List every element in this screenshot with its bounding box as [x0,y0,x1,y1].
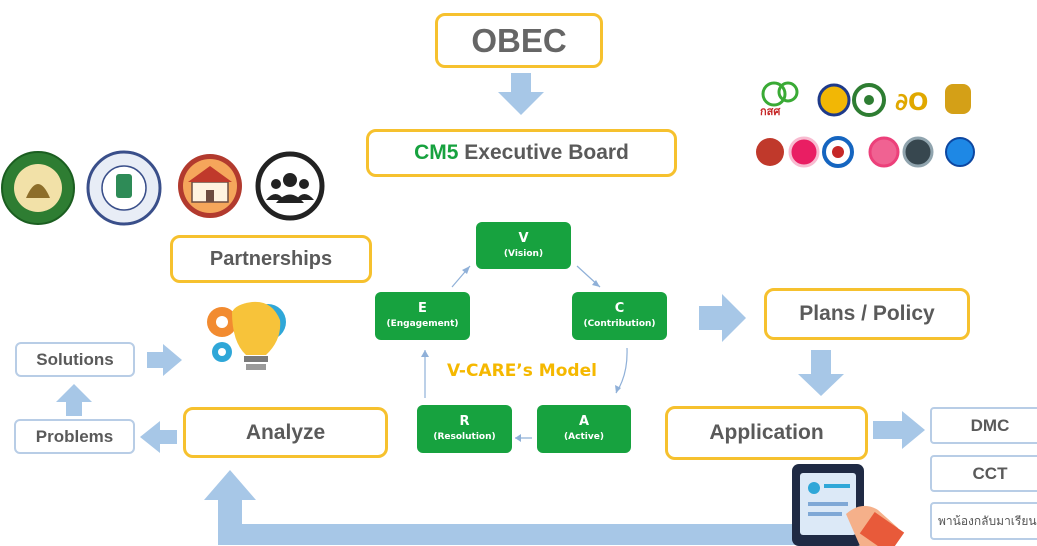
arrow-analyze-to-problems [140,421,177,453]
analyze-label: Analyze [245,420,326,444]
board-title: Executive Board [458,141,629,164]
obec-label: OBEC [471,21,567,59]
vcare-e-word: (Engagement) [386,319,459,329]
vcare-a-letter: A [578,414,590,429]
vcare-r-box: R (Resolution) [417,405,512,453]
arrow-plans-to-application [798,350,844,396]
vcare-v-letter: V [518,230,529,246]
vcare-c-word: (Contribution) [583,319,656,329]
problems-box: Problems [14,419,135,454]
application-box: Application [665,406,868,460]
vcare-v-box: V (Vision) [476,222,571,269]
vcare-c-box: C (Contribution) [572,292,667,340]
partnerships-label: Partnerships [209,247,333,270]
arrow-feedback-loop [204,470,795,545]
analyze-box: Analyze [183,407,388,458]
vcare-v-word: (Vision) [503,248,544,259]
vcare-a-box: A (Active) [537,405,631,453]
vcare-e-letter: E [418,301,427,316]
solutions-box: Solutions [15,342,135,377]
cct-box: CCT [930,455,1037,492]
vcare-c-letter: C [614,301,625,316]
arrow-model-to-plans [699,294,746,342]
arrow-obec-to-board [498,73,544,115]
cycle-arrow-c-a [615,347,628,394]
dmc-box: DMC [930,407,1037,444]
vcare-r-letter: R [459,414,470,429]
model-title: V-CARE’s Model [447,361,597,381]
obec-box: OBEC [435,13,603,68]
vcare-e-box: E (Engagement) [375,292,470,340]
board-prefix: CM5 [414,141,459,164]
arrow-application-to-outputs [873,411,925,449]
problems-label: Problems [35,426,114,446]
arrow-problems-to-solutions [56,384,92,416]
plans-policy-label: Plans / Policy [799,302,935,325]
dmc-label: DMC [970,415,1010,435]
thai-program-label: พาน้องกลับมาเรียน [938,513,1037,528]
solutions-label: Solutions [36,349,114,369]
thai-program-box: พาน้องกลับมาเรียน [930,502,1037,540]
cct-label: CCT [972,463,1008,483]
application-label: Application [709,421,824,444]
executive-board-box: CM5 Executive Board [366,129,677,177]
plans-policy-box: Plans / Policy [764,288,970,340]
vcare-a-word: (Active) [564,432,604,442]
partnerships-box: Partnerships [170,235,372,283]
arrow-solutions-to-bulb [147,344,182,376]
vcare-r-word: (Resolution) [433,432,496,442]
